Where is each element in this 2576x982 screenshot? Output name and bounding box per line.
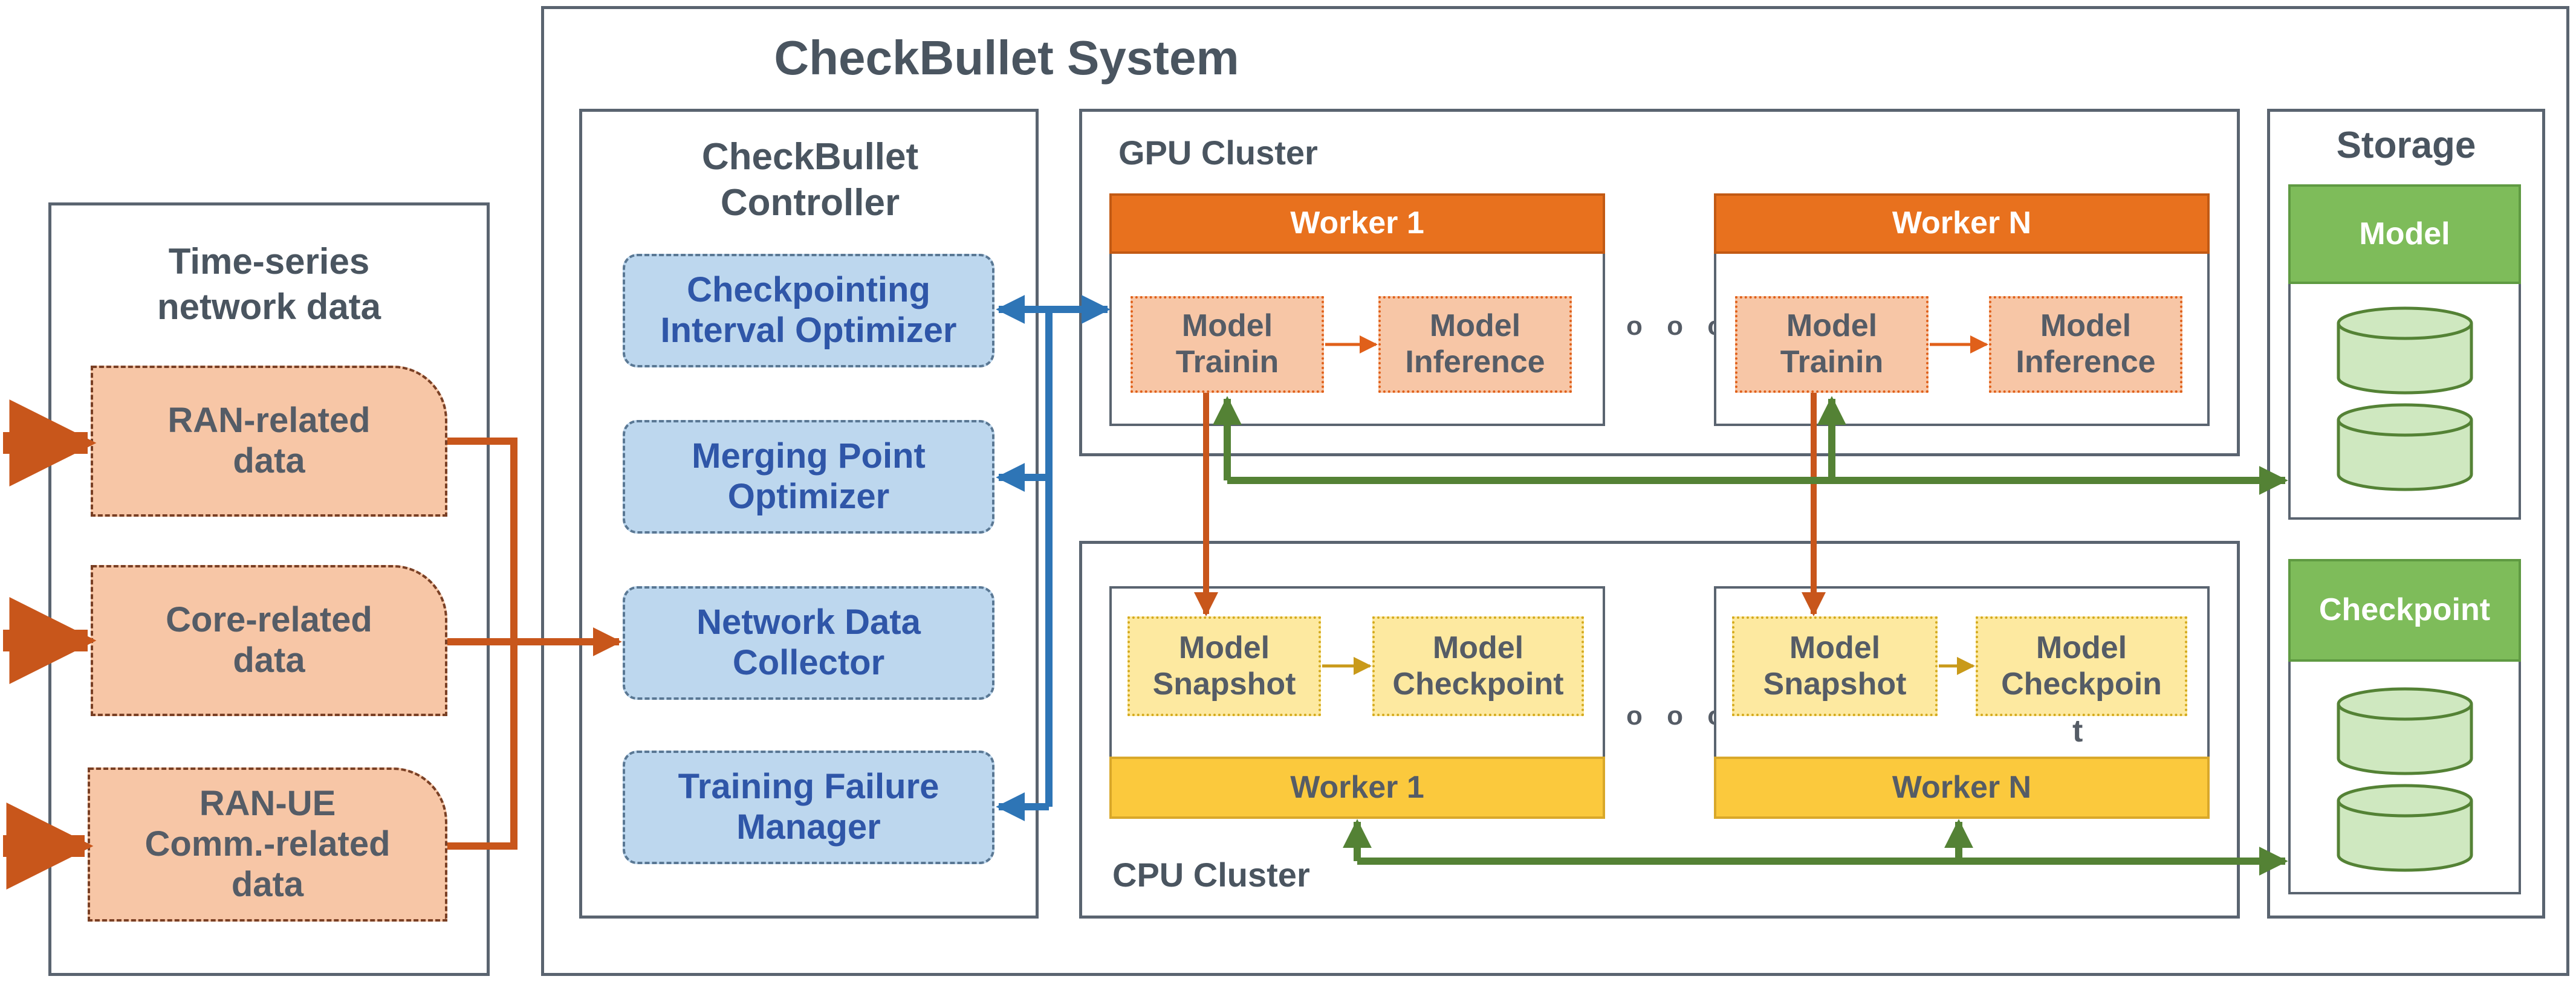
gpu-worker-n-model-training[interactable]: Model Trainin <box>1735 296 1929 393</box>
model-database-icon <box>2337 306 2473 491</box>
gpu-worker-1-header: Worker 1 <box>1109 193 1605 254</box>
system-title: CheckBullet System <box>774 31 1239 85</box>
ran-ue-data-box: RAN-UE Comm.-related data <box>88 767 447 922</box>
controller-title: CheckBullet Controller <box>701 136 919 224</box>
cpu-cluster-title: CPU Cluster <box>1112 856 1310 894</box>
cpu-worker-1-model-checkpoint[interactable]: Model Checkpoint <box>1372 616 1584 716</box>
cpu-ellipsis: o o o <box>1626 701 1733 731</box>
gpu-worker-1-model-inference[interactable]: Model Inference <box>1378 296 1572 393</box>
training-to-snapshot-arrows <box>1194 393 1826 616</box>
model-storage-connector <box>1213 396 2288 495</box>
training-failure-manager[interactable]: Training Failure Manager <box>623 751 994 864</box>
checkpoint-storage-connector <box>1343 819 2288 876</box>
storage-model-header: Model <box>2288 184 2521 284</box>
gpu-ellipsis: o o o <box>1626 311 1733 341</box>
checkpointing-interval-optimizer[interactable]: Checkpointing Interval Optimizer <box>623 254 994 367</box>
merging-point-optimizer[interactable]: Merging Point Optimizer <box>623 420 994 534</box>
storage-title: Storage <box>2336 124 2476 166</box>
cpu-worker-n-model-checkpoint[interactable]: Model Checkpoin <box>1976 616 2187 716</box>
cpu-worker-1-model-snapshot[interactable]: Model Snapshot <box>1127 616 1321 716</box>
gpu-worker-n-model-inference[interactable]: Model Inference <box>1989 296 2182 393</box>
timeseries-title: Time-series network data <box>157 241 381 327</box>
core-data-box: Core-related data <box>91 565 447 716</box>
checkpoint-database-icon <box>2337 687 2473 872</box>
cpu-worker-n-checkpoint-overflow: t <box>2072 714 2083 749</box>
cpu-worker-n-model-snapshot[interactable]: Model Snapshot <box>1732 616 1938 716</box>
controller-bus <box>996 295 1111 821</box>
input-arrows <box>3 399 97 890</box>
cpu-worker-1-footer: Worker 1 <box>1109 757 1605 819</box>
cpu-worker-n-footer: Worker N <box>1714 757 2210 819</box>
network-data-collector[interactable]: Network Data Collector <box>623 586 994 700</box>
gpu-worker-n-header: Worker N <box>1714 193 2210 254</box>
gpu-worker-1-model-training[interactable]: Model Trainin <box>1131 296 1324 393</box>
data-to-collector-connector <box>447 438 622 850</box>
gpu-cluster-title: GPU Cluster <box>1118 134 1318 172</box>
storage-checkpoint-header: Checkpoint <box>2288 559 2521 662</box>
